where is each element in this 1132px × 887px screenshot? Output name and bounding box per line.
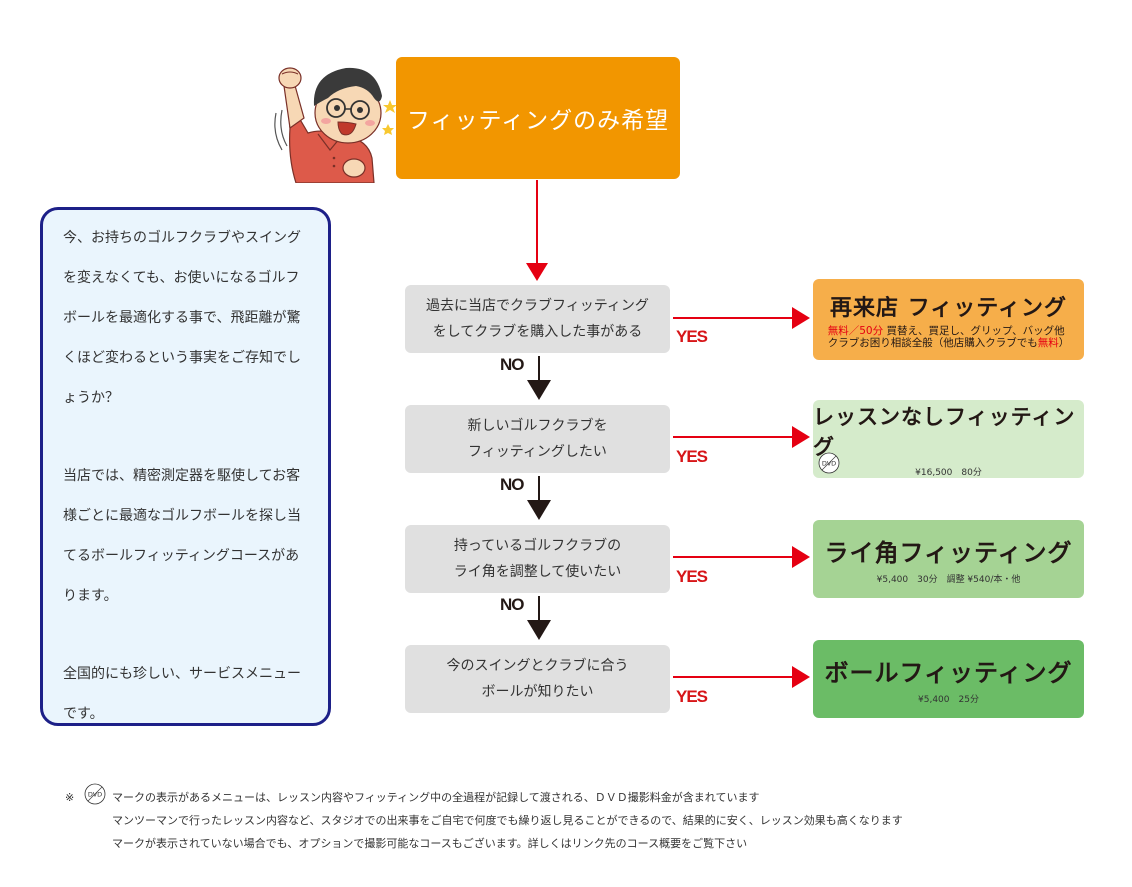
dvd-icon: DVD [84, 783, 106, 805]
no-label: NO [500, 355, 524, 374]
desc-close-paren: ） [1058, 337, 1070, 349]
question-line: ボールが知りたい [481, 684, 594, 700]
desc-line-1: 買替え、買足し、グリップ、バッグ他 [883, 325, 1065, 337]
info-line: です。 [63, 706, 104, 722]
info-line: くほど変わるという事実をご存知でし [63, 350, 301, 366]
yes-label: YES [676, 567, 708, 586]
dvd-icon-label: DVD [88, 791, 102, 799]
question-box-returning-customer: 過去に当店でクラブフィッティング をしてクラブを購入した事がある [405, 285, 670, 353]
question-box-lie-angle: 持っているゴルフクラブの ライ角を調整して使いたい [405, 525, 670, 593]
no-label: NO [500, 475, 524, 494]
result-description: 無料／50分 買替え、買足し、グリップ、バッグ他 クラブお困り相談全般（他店購入… [828, 325, 1070, 349]
arrow-head-icon [792, 426, 810, 448]
question-line: 新しいゴルフクラブを [467, 418, 608, 434]
info-box: 今、お持ちのゴルフクラブやスイング を変えなくても、お使いになるゴルフ ボールを… [40, 207, 331, 726]
dvd-icon-label: DVD [822, 460, 836, 468]
arrow-head-icon [792, 546, 810, 568]
result-box-ball-fitting[interactable]: ボールフィッティング ¥5,400 25分 [813, 640, 1084, 718]
start-box-fitting-only: フィッティングのみ希望 [396, 57, 680, 179]
price-duration: ／50分 [848, 325, 884, 337]
question-box-ball: 今のスイングとクラブに合う ボールが知りたい [405, 645, 670, 713]
yes-label: YES [676, 447, 708, 466]
yes-label: YES [676, 687, 708, 706]
question-line: ライ角を調整して使いたい [453, 564, 622, 580]
mascot-illustration [274, 67, 397, 183]
info-line: を変えなくても、お使いになるゴルフ [63, 270, 300, 286]
result-box-return-fitting[interactable]: 再来店 フィッティング 無料／50分 買替え、買足し、グリップ、バッグ他 クラブ… [813, 279, 1084, 360]
info-line: ボールを最適化する事で、飛距離が驚 [63, 310, 301, 326]
result-title: 再来店 フィッティング [830, 296, 1067, 321]
question-line: 今のスイングとクラブに合う [446, 658, 629, 674]
arrow-head-icon [526, 263, 548, 281]
info-line: てるボールフィッティングコースがあ [63, 548, 300, 564]
dvd-icon: DVD [818, 452, 840, 474]
arrow-head-icon [792, 666, 810, 688]
result-box-lie-angle-fitting[interactable]: ライ角フィッティング ¥5,400 30分 調整 ¥540/本・他 [813, 520, 1084, 598]
info-line: ょうか？ [63, 390, 119, 406]
arrow-head-icon [527, 500, 551, 520]
result-title: ボールフィッティング [824, 659, 1073, 687]
result-price: ¥5,400 25分 [918, 695, 979, 705]
arrow-head-icon [792, 307, 810, 329]
footnote-mark: ※ [65, 791, 75, 804]
info-line: 当店では、精密測定器を駆使してお客 [63, 468, 301, 484]
footnote-line: マークが表示されていない場合でも、オプションで撮影可能なコースもございます。詳し… [112, 837, 748, 850]
result-box-fitting-no-lesson[interactable]: レッスンなしフィッティング ¥16,500 80分 DVD [813, 400, 1084, 478]
desc-line-2: クラブお困り相談全般（他店購入クラブでも [827, 337, 1038, 349]
result-title: レッスンなしフィッティング [813, 404, 1076, 459]
question-line: をしてクラブを購入した事がある [432, 324, 643, 340]
start-box-label: フィッティングのみ希望 [406, 108, 670, 134]
no-label: NO [500, 595, 524, 614]
footnote-line: マンツーマンで行ったレッスン内容など、スタジオでの出来事をご自宅で何度でも繰り返… [112, 814, 903, 827]
arrow-head-icon [527, 620, 551, 640]
question-line: 持っているゴルフクラブの [453, 538, 622, 554]
yes-label: YES [676, 327, 708, 346]
info-line: 全国的にも珍しい、サービスメニュー [63, 666, 301, 682]
question-line: フィッティングしたい [468, 444, 607, 460]
info-line: 様ごとに最適なゴルフボールを探し当 [63, 508, 301, 524]
footnote-line: マークの表示があるメニューは、レッスン内容やフィッティング中の全過程が記録して渡… [112, 791, 760, 804]
desc-free: 無料 [1037, 337, 1059, 349]
arrow-head-icon [527, 380, 551, 400]
question-line: 過去に当店でクラブフィッティング [426, 298, 649, 314]
info-line: ります。 [63, 588, 118, 604]
result-title: ライ角フィッティング [824, 539, 1073, 567]
result-price: ¥16,500 80分 [915, 467, 982, 478]
info-line: 今、お持ちのゴルフクラブやスイング [63, 230, 301, 246]
price-free: 無料 [827, 325, 849, 337]
result-price: ¥5,400 30分 調整 ¥540/本・他 [876, 575, 1021, 585]
question-box-new-club: 新しいゴルフクラブを フィッティングしたい [405, 405, 670, 473]
